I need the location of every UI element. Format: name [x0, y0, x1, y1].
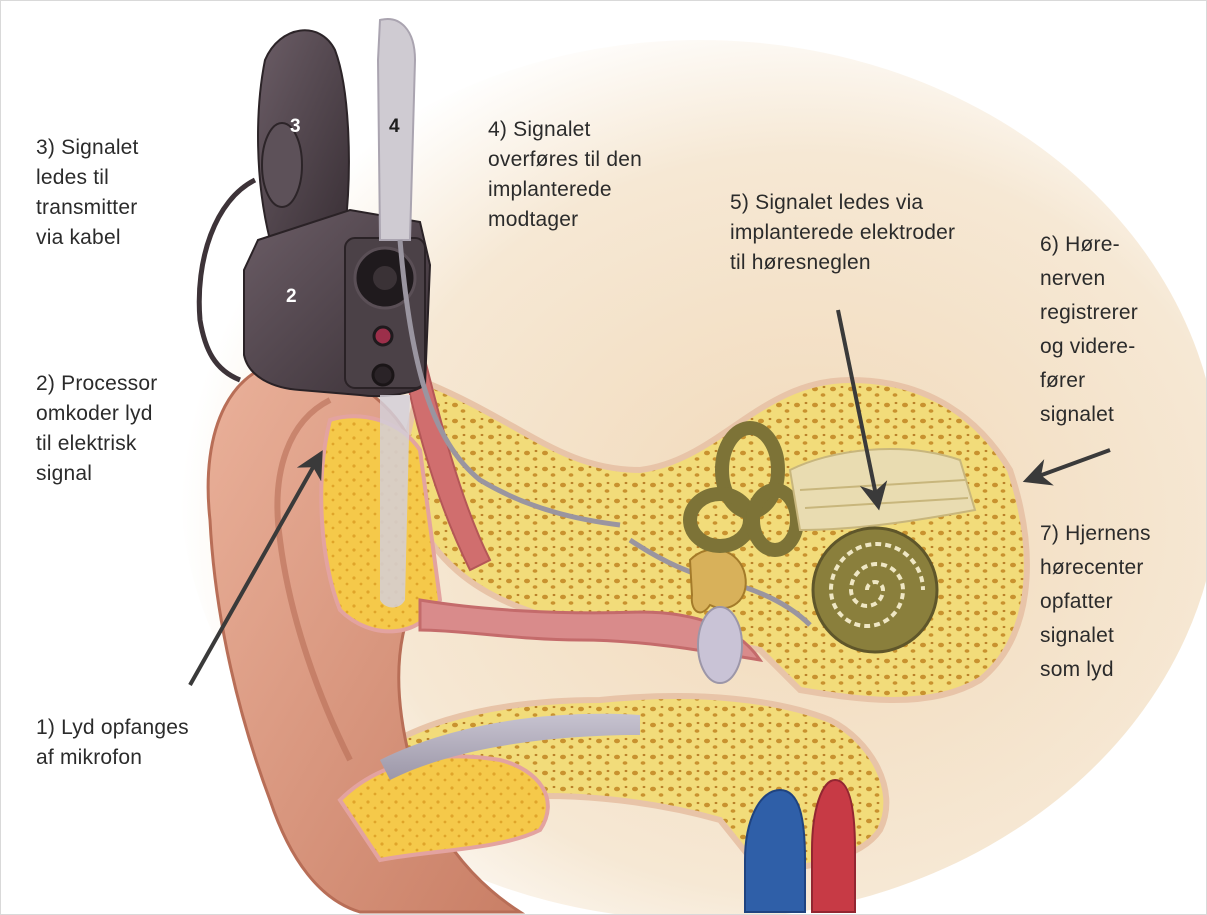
- number-tag-implant: 4: [389, 116, 400, 138]
- label-step-1: 1) Lyd opfanges af mikrofon: [36, 713, 189, 773]
- number-tag-processor: 2: [286, 286, 297, 308]
- cochlea: [813, 528, 937, 652]
- artery: [812, 780, 855, 912]
- label-step-4: 4) Signalet overføres til den implantere…: [488, 115, 642, 235]
- processor-led: [374, 327, 392, 345]
- processor-mic: [373, 365, 393, 385]
- label-step-3: 3) Signalet ledes til transmitter via ka…: [36, 133, 139, 253]
- number-tag-transmitter: 3: [290, 116, 301, 138]
- ossicles: [690, 549, 746, 612]
- label-step-6: 6) Høre- nerven registrerer og videre- f…: [1040, 228, 1138, 432]
- label-step-5: 5) Signalet ledes via implanterede elekt…: [730, 188, 955, 278]
- eardrum: [698, 607, 742, 683]
- label-step-2: 2) Processor omkoder lyd til elektrisk s…: [36, 369, 157, 489]
- label-step-7: 7) Hjernens hørecenter opfatter signalet…: [1040, 517, 1151, 687]
- ear-hook: [380, 395, 410, 608]
